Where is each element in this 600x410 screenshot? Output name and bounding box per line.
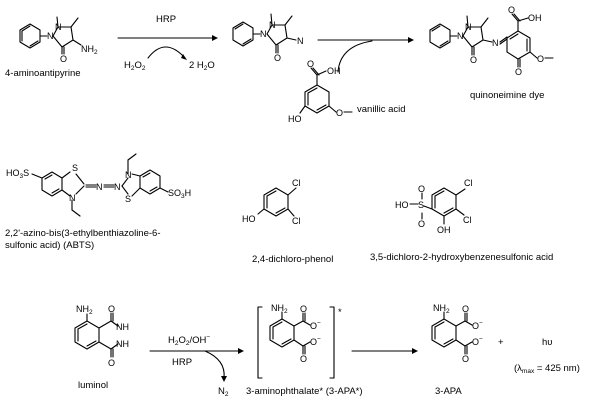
luminol-structure xyxy=(74,312,119,358)
dcp-ho: HO xyxy=(242,214,256,224)
vanillic-methoxy-o: O xyxy=(336,108,343,118)
luminol-label: luminol xyxy=(78,380,108,391)
dhbs-cl-bottom: Cl xyxy=(463,215,472,225)
plus-sign: + xyxy=(498,337,504,348)
apa-star-o-minus-2: O− xyxy=(310,336,321,347)
apa-nh2: NH2 xyxy=(433,303,450,315)
aminophthalate-excited-structure xyxy=(257,306,335,379)
apa-o2: O xyxy=(462,354,469,364)
vanillic-acid-structure xyxy=(299,67,353,114)
dhbs-s: S xyxy=(418,200,424,210)
luminol-nh2: NH2 xyxy=(76,304,93,316)
abts-azo-n2: N xyxy=(114,182,121,192)
aminophthalate-structure xyxy=(431,311,473,355)
luminol-o-top: O xyxy=(108,304,115,314)
dcp-cl-ortho: Cl xyxy=(292,216,301,226)
dye-n-phenyl: N xyxy=(457,31,464,41)
vanillic-carbonyl-o: O xyxy=(307,59,314,69)
byproduct-water: 2 H2O xyxy=(189,60,215,72)
dhbs-o-top: O xyxy=(418,184,425,194)
reaction1-arrow xyxy=(117,35,218,60)
dcp-cl-para: Cl xyxy=(292,178,301,188)
atom-n-ox-1: N xyxy=(260,29,267,39)
vanillic-oh: OH xyxy=(327,66,341,76)
reaction2-arrow xyxy=(149,348,244,382)
dye-o-carbonyl: O xyxy=(470,55,477,65)
enzyme-hrp-label: HRP xyxy=(156,14,176,25)
abts-so3h: SO3H xyxy=(168,188,191,200)
vanillic-ho: HO xyxy=(288,114,302,124)
abts-label-line1: 2,2'-azino-bis(3-ethylbenthiazoline-6- xyxy=(5,228,160,239)
atom-n-pyrazole: N xyxy=(47,31,54,41)
oxidant-h2o2: H2O2 xyxy=(124,60,146,72)
reaction2-enzyme: HRP xyxy=(172,357,192,368)
atom-n-methyl: N xyxy=(55,22,62,32)
dhbs-o-bottom: O xyxy=(418,219,425,229)
apa-star-o1: O xyxy=(300,304,307,314)
quinoneimine-dye-label: quinoneimine dye xyxy=(470,90,544,101)
vanillic-acid-label: vanillic acid xyxy=(357,104,406,115)
dye-methoxy-o: O xyxy=(537,54,544,64)
quinoneimine-dye-structure xyxy=(429,13,554,68)
abts-s-left: S xyxy=(72,163,78,173)
reaction1-second-arrow xyxy=(317,37,414,73)
abts-structure xyxy=(31,153,169,217)
reaction2-arrow-2 xyxy=(351,348,418,354)
dye-n-methyl: N xyxy=(465,22,472,32)
dichlorophenol-label: 2,4-dichloro-phenol xyxy=(252,254,333,265)
nitrogen-byproduct: N2 xyxy=(218,386,229,398)
luminol-nh-2: NH xyxy=(116,339,129,349)
luminol-nh-1: NH xyxy=(116,322,129,332)
dichlorophenol-structure xyxy=(257,187,297,217)
aminoantipyrine-label: 4-aminoantipyrine xyxy=(5,68,81,79)
reaction2-conditions: H2O2/OH− xyxy=(168,334,210,347)
atom-o-carbonyl: O xyxy=(60,54,67,64)
dhbs-oh: OH xyxy=(437,225,451,235)
abts-n-left: N xyxy=(69,193,76,203)
apa-o1: O xyxy=(462,304,469,314)
atom-o-ox: O xyxy=(274,53,281,63)
aminoantipyrine-structure xyxy=(19,16,82,55)
apa-o-minus-2: O− xyxy=(472,336,483,347)
dye-carboxyl-o: O xyxy=(508,5,515,15)
emission-wavelength: (λmax = 425 nm) xyxy=(514,363,580,375)
luminol-o-bottom: O xyxy=(108,358,115,368)
dhbs-ho: HO xyxy=(395,200,409,210)
atom-n-ox-2: N xyxy=(269,20,276,30)
apa-star-o-minus-1: O− xyxy=(310,320,321,331)
apa-star-nh2: NH2 xyxy=(271,303,288,315)
dhbs-label: 3,5-dichloro-2-hydroxybenzenesulfonic ac… xyxy=(370,252,553,263)
abts-n-right: N xyxy=(125,170,132,180)
dye-n-imine: N xyxy=(492,38,499,48)
dhbs-cl-top: Cl xyxy=(464,178,473,188)
apa-star-o2: O xyxy=(300,354,307,364)
oxidized-aminoantipyrine-structure xyxy=(232,13,297,54)
abts-azo-n1: N xyxy=(96,182,103,192)
abts-ho3s: HO3S xyxy=(6,168,29,180)
atom-n-radical: N xyxy=(297,36,304,46)
aminophthalate-label: 3-APA xyxy=(435,386,462,397)
dye-carboxyl-oh: OH xyxy=(528,13,542,23)
apa-o-minus-1: O− xyxy=(472,320,483,331)
abts-s-right: S xyxy=(125,194,131,204)
aminophthalate-excited-label: 3-aminophthalate* (3-APA*) xyxy=(246,386,363,397)
dhbs-structure xyxy=(409,187,466,225)
abts-label-line2: sulfonic acid) (ABTS) xyxy=(5,240,94,251)
amino-group: NH2 xyxy=(81,44,98,56)
photon-symbol: hυ xyxy=(542,337,552,348)
excited-state-star: * xyxy=(338,307,342,318)
dye-quinone-o: O xyxy=(515,67,522,77)
